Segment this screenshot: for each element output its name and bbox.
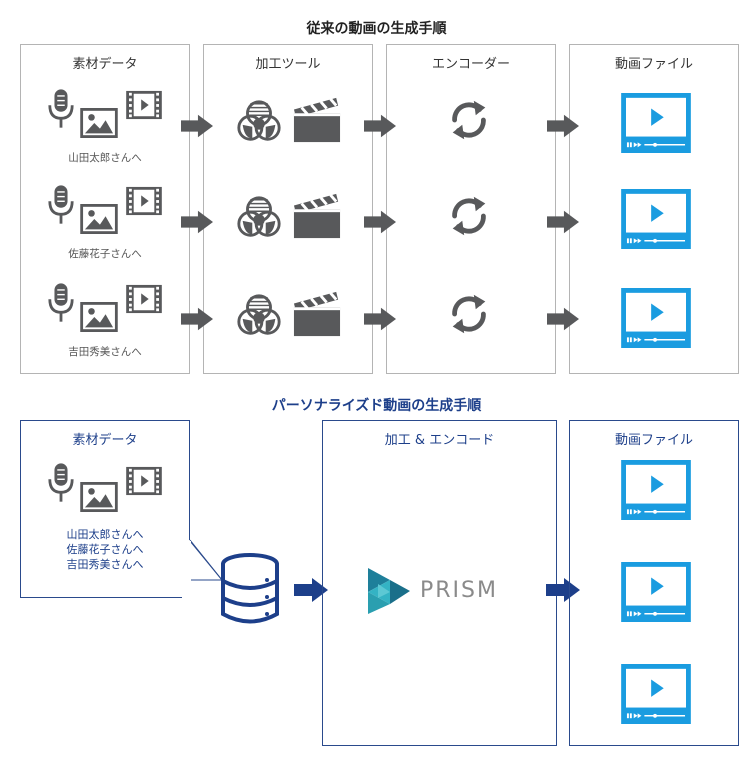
arrow-icon (364, 114, 396, 138)
video-file-icon (621, 93, 691, 153)
database-icon (221, 553, 279, 624)
refresh-icon (445, 96, 493, 144)
microphone-icon (47, 282, 75, 324)
arrow-icon (364, 210, 396, 234)
encoder-column: エンコーダー (386, 44, 556, 374)
output-header: 動画ファイル (614, 433, 693, 448)
output-box: 動画ファイル (569, 420, 739, 746)
arrow-icon (181, 114, 213, 138)
video-file-icon (621, 460, 691, 520)
microphone-icon (47, 184, 75, 226)
film-icon (125, 466, 163, 496)
recipient-caption: 佐藤花子さんへ (68, 248, 142, 260)
prism-logo-icon (368, 568, 410, 614)
film-icon (125, 186, 163, 216)
photo-icon (80, 482, 118, 512)
process-box: 加工 & エンコード (322, 420, 557, 746)
personalized-materials-header: 素材データ (72, 433, 138, 448)
tools-column: 加工ツール (203, 44, 373, 374)
refresh-icon (445, 192, 493, 240)
tools-header: 加工ツール (255, 57, 321, 72)
clapperboard-icon (292, 290, 342, 338)
color-wheel-icon (235, 292, 283, 340)
arrow-icon (181, 307, 213, 331)
arrow-icon (364, 307, 396, 331)
photo-icon (80, 302, 118, 332)
traditional-title: 従来の動画の生成手順 (306, 21, 447, 37)
photo-icon (80, 204, 118, 234)
microphone-icon (47, 462, 75, 504)
recipient-caption: 吉田秀美さんへ (68, 346, 142, 358)
arrow-icon (547, 210, 579, 234)
microphone-icon (47, 88, 75, 130)
video-file-icon (621, 288, 691, 348)
color-wheel-icon (235, 194, 283, 242)
video-file-icon (621, 664, 691, 724)
clapperboard-icon (292, 96, 342, 144)
color-wheel-icon (235, 98, 283, 146)
film-icon (125, 90, 163, 120)
process-header: 加工 & エンコード (384, 433, 495, 448)
film-icon (125, 284, 163, 314)
recipient-caption: 山田太郎さんへ (66, 528, 144, 541)
video-header: 動画ファイル (614, 57, 693, 72)
encoder-header: エンコーダー (431, 57, 510, 72)
clapperboard-icon (292, 192, 342, 240)
personalized-materials-box: 素材データ (20, 420, 190, 598)
personalized-title: パーソナライズド動画の生成手順 (271, 398, 482, 414)
video-file-icon (621, 562, 691, 622)
materials-header: 素材データ (72, 57, 138, 72)
materials-column: 素材データ (20, 44, 190, 374)
photo-icon (80, 108, 118, 138)
arrow-icon (547, 114, 579, 138)
bubble-gap (189, 541, 191, 597)
recipient-caption: 吉田秀美さんへ (66, 558, 144, 571)
prism-logo-text: PRISM (420, 578, 498, 603)
recipient-caption: 山田太郎さんへ (68, 152, 142, 164)
refresh-icon (445, 290, 493, 338)
recipient-caption: 佐藤花子さんへ (66, 543, 144, 556)
arrow-icon (547, 307, 579, 331)
video-column: 動画ファイル (569, 44, 739, 374)
arrow-icon (181, 210, 213, 234)
video-file-icon (621, 189, 691, 249)
